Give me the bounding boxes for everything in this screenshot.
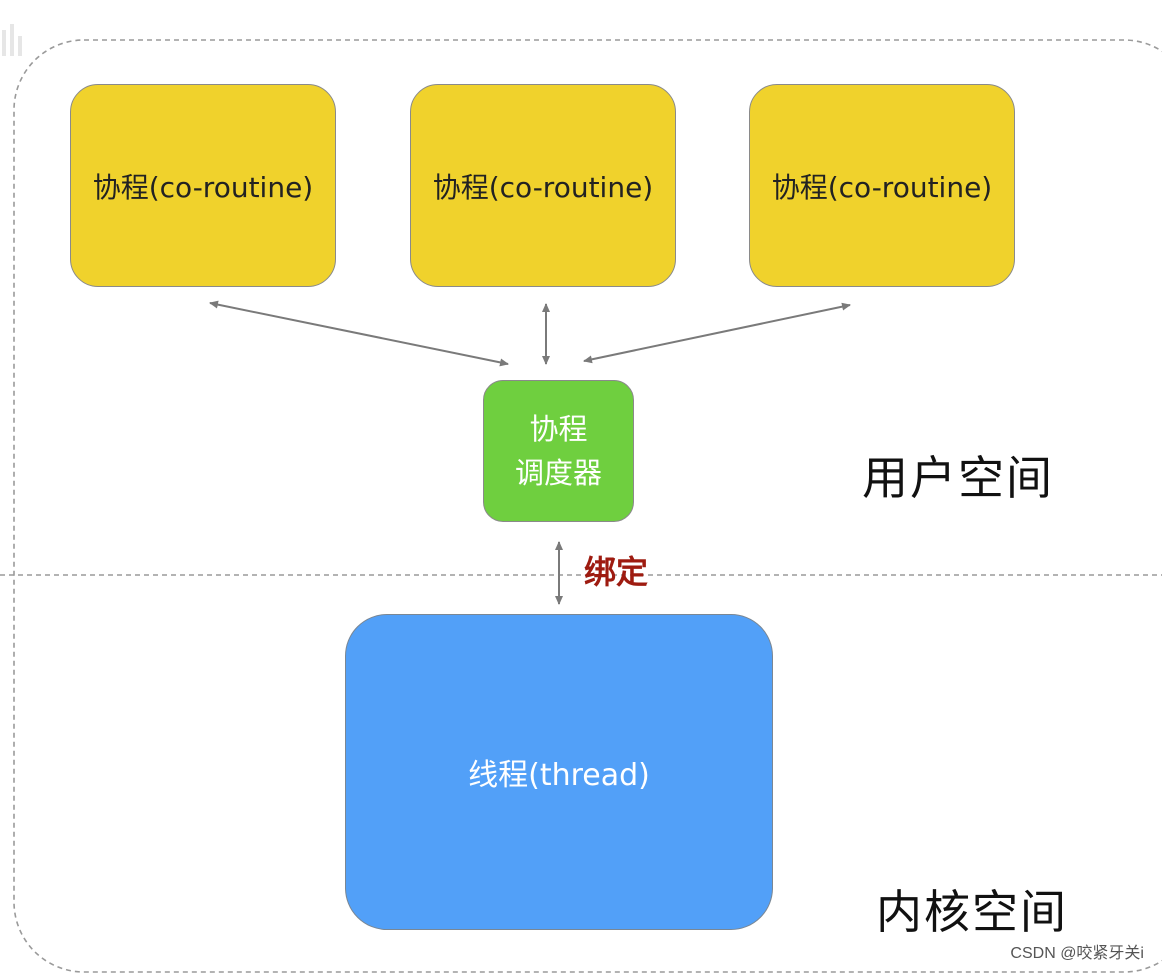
- coroutine-label: 协程(co-routine): [92, 170, 314, 204]
- coroutine-scheduler-box: 协程 调度器: [483, 380, 634, 522]
- thread-label: 线程(thread): [468, 758, 650, 793]
- bind-label: 绑定: [584, 553, 649, 591]
- coroutine-box-1: 协程(co-routine): [70, 84, 336, 287]
- arrow-coroutine-1-scheduler: [209, 300, 509, 367]
- coroutine-box-3: 协程(co-routine): [749, 84, 1015, 287]
- thread-box: 线程(thread): [345, 614, 773, 930]
- user-space-label: 用户空间: [862, 451, 1054, 505]
- scheduler-label-line2: 调度器: [514, 456, 602, 490]
- scheduler-label-line1: 协程: [529, 412, 588, 446]
- kernel-space-label: 内核空间: [876, 885, 1068, 939]
- watermark-text: CSDN @咬紧牙关i: [1010, 945, 1144, 962]
- corner-logo-icon: [2, 24, 22, 56]
- coroutine-label: 协程(co-routine): [771, 170, 993, 204]
- coroutine-box-2: 协程(co-routine): [410, 84, 676, 287]
- arrow-coroutine-3-scheduler: [583, 302, 851, 364]
- coroutine-label: 协程(co-routine): [432, 170, 654, 204]
